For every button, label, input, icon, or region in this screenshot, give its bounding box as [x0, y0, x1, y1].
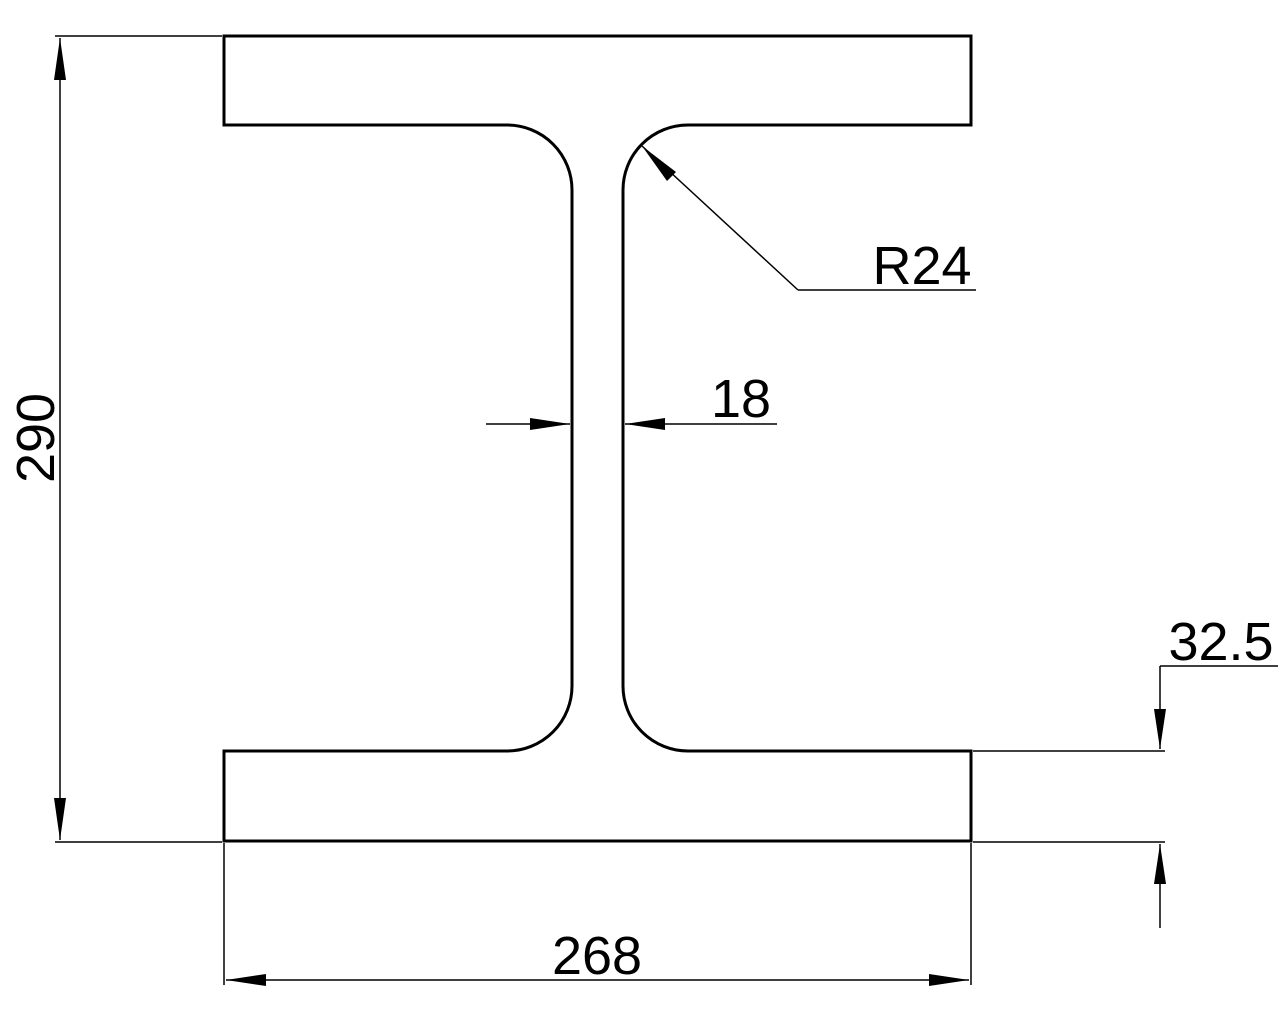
width-arrow-right: [929, 974, 969, 986]
width-label: 268: [552, 926, 642, 986]
fillet-leader-arrow: [642, 146, 676, 181]
height-dimension: [54, 35, 222, 843]
fillet-radius-leader: [641, 145, 976, 291]
flange-arrow-up: [1154, 844, 1166, 884]
flange-thickness-dimension: [973, 665, 1278, 928]
width-arrow-left: [226, 974, 266, 986]
height-arrow-bottom: [54, 798, 66, 840]
flange-thickness-label: 32.5: [1168, 612, 1273, 672]
height-arrow-top: [54, 38, 66, 80]
web-thickness-arrow-left: [530, 418, 570, 430]
beam-outline: [222, 34, 973, 843]
web-thickness-arrow-right: [625, 418, 665, 430]
width-dimension: [223, 843, 972, 986]
web-thickness-label: 18: [711, 369, 771, 429]
flange-arrow-down: [1154, 709, 1166, 749]
height-label: 290: [6, 393, 66, 483]
web-thickness-dimension: [486, 418, 777, 430]
fillet-radius-label: R24: [872, 236, 971, 296]
